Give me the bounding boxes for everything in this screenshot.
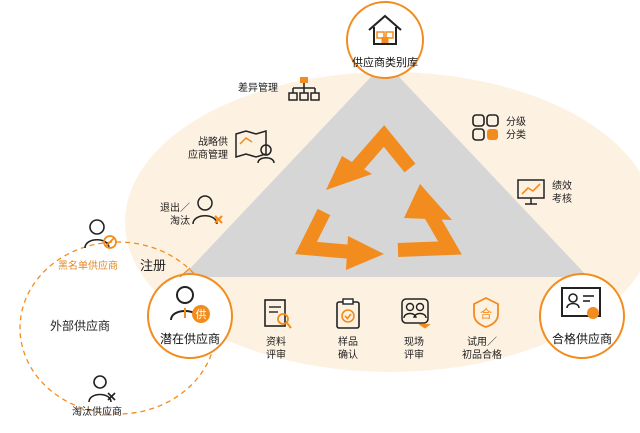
external-supplier-label: 外部供应商 [50, 319, 111, 333]
performance-label: 绩效 考核 [552, 181, 572, 205]
blacklist-user-icon [84, 219, 117, 249]
eliminated-label: 淘汰供应商 [72, 407, 122, 418]
left-hub[interactable]: 供 潜在供应商 [148, 274, 232, 358]
svg-text:合: 合 [480, 306, 492, 321]
user-x-icon [192, 195, 223, 225]
top-hub-label: 供应商类别库 [352, 56, 418, 69]
strategy-map-icon [235, 130, 275, 164]
exit-eliminate-label: 退出／ 淘汰 [160, 203, 190, 227]
svg-text:供: 供 [196, 307, 207, 321]
top-hub[interactable]: 供应商类别库 [347, 2, 423, 78]
document-search-icon [264, 299, 292, 329]
right-hub-label: 合格供应商 [551, 332, 612, 346]
recycle-arrows-icon [295, 125, 462, 270]
right-hub[interactable]: 合格供应商 [540, 274, 624, 358]
left-hub-label: 潜在供应商 [159, 332, 220, 346]
team-review-icon [401, 298, 431, 329]
trial-pass-label: 试用／ 初品合格 [462, 337, 502, 361]
badge-he-icon: 合 [473, 296, 499, 328]
sample-confirm-label: 样品 确认 [338, 337, 358, 361]
hierarchy-icon [288, 77, 320, 101]
center-triangle [182, 62, 588, 277]
strategy-mgmt-label: 战略供 应商管理 [188, 137, 228, 161]
diff-management-label: 差异管理 [238, 83, 278, 94]
certificate-icon [561, 287, 601, 319]
eliminated-user-icon [88, 375, 116, 403]
grid-icon [472, 114, 499, 141]
potential-supplier-icon: 供 [170, 286, 210, 323]
blacklist-label: 黑名单供应商 [58, 261, 118, 272]
grading-label: 分级 分类 [506, 117, 526, 141]
register-label: 注册 [140, 259, 167, 274]
doc-review-label: 资料 评审 [266, 337, 286, 361]
growth-chart-icon [517, 179, 545, 205]
warehouse-icon [368, 14, 402, 45]
clipboard-check-icon [336, 298, 360, 329]
site-review-label: 现场 评审 [404, 337, 424, 361]
